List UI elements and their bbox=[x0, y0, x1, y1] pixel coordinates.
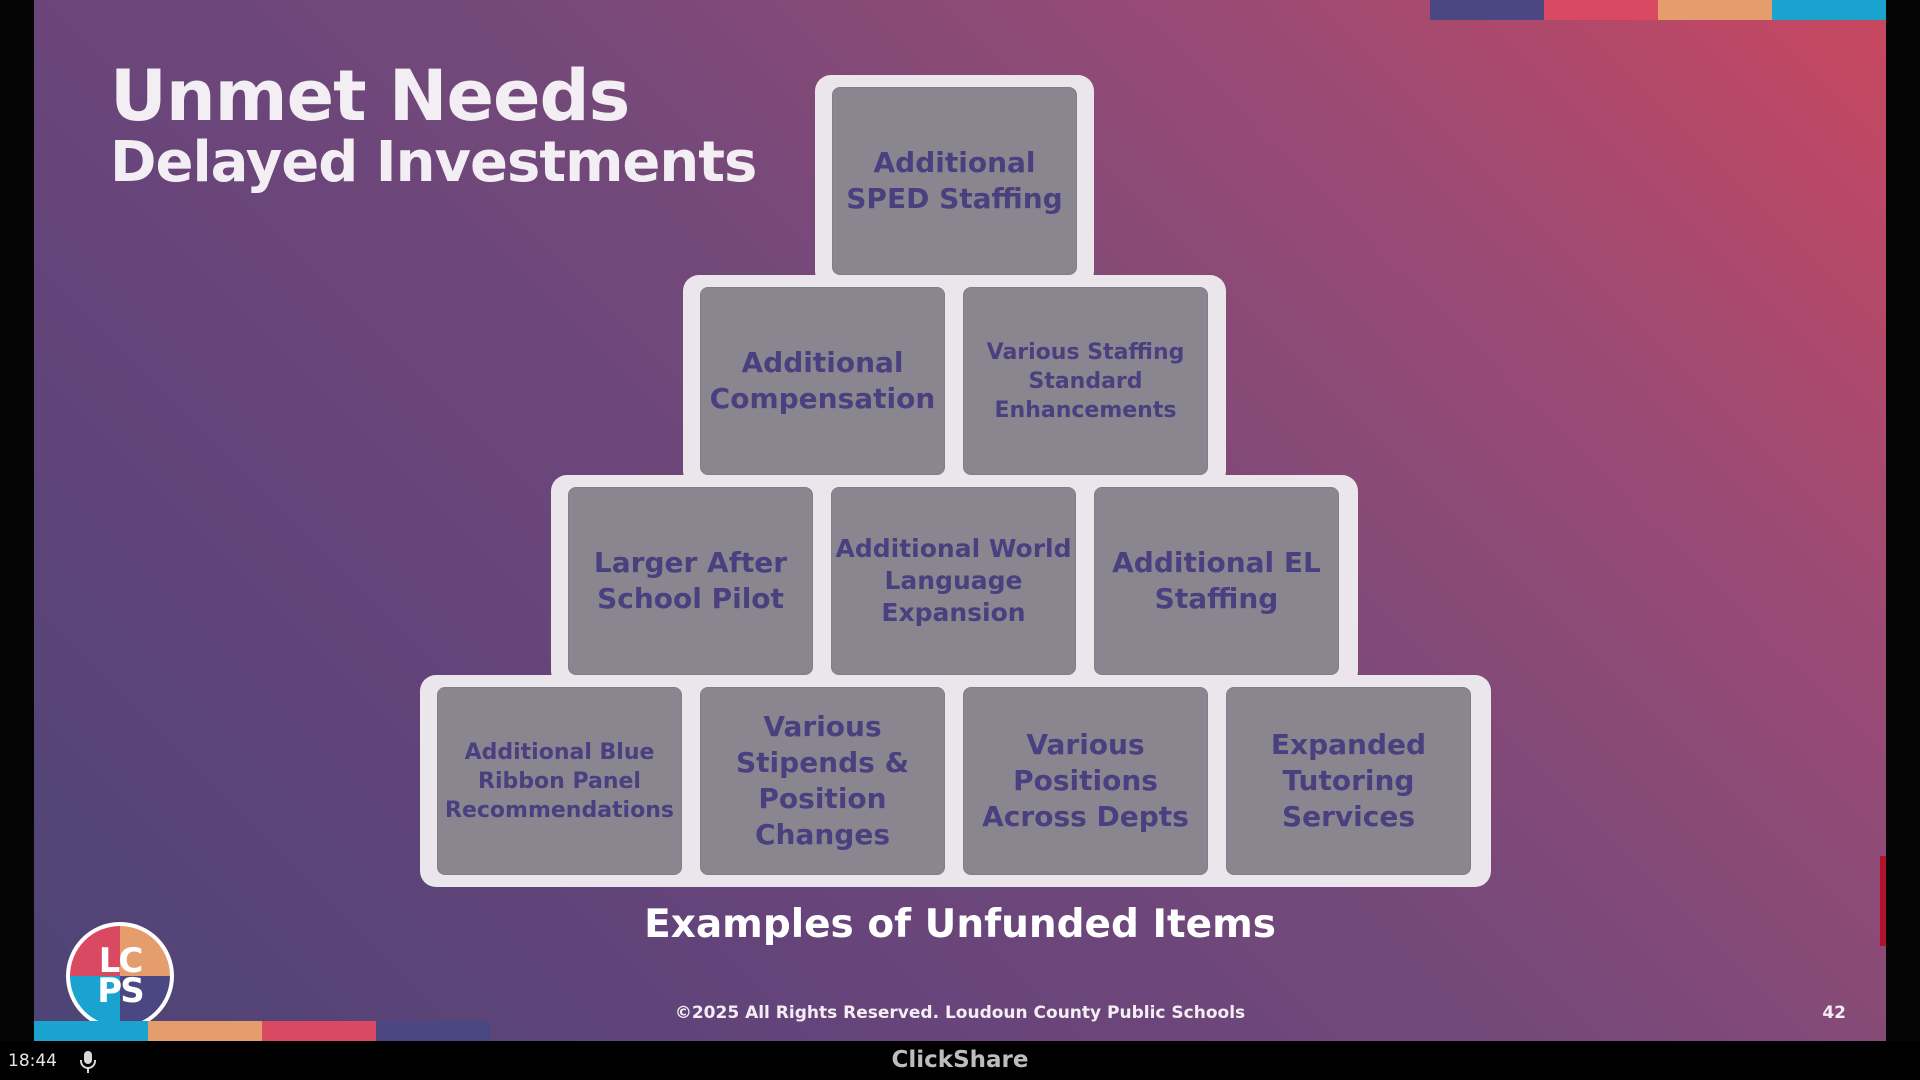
page-number: 42 bbox=[1822, 1003, 1846, 1023]
pyramid-row-2: Additional Compensation Various Staffing… bbox=[683, 275, 1226, 487]
block-positions-across-depts: Various Positions Across Depts bbox=[963, 687, 1208, 875]
presentation-slide: Unmet Needs Delayed Investments Addition… bbox=[34, 0, 1886, 1041]
screen-bezel-right bbox=[1886, 0, 1920, 1041]
accent-stripe-navy bbox=[376, 1021, 490, 1041]
block-expanded-tutoring-services: Expanded Tutoring Services bbox=[1226, 687, 1471, 875]
edge-indicator bbox=[1880, 856, 1886, 946]
copyright-footer: ©2025 All Rights Reserved. Loudoun Count… bbox=[674, 1003, 1246, 1023]
pyramid-row-1: Additional SPED Staffing bbox=[815, 75, 1094, 287]
accent-stripe-blue bbox=[1772, 0, 1886, 20]
accent-stripe-blue bbox=[34, 1021, 148, 1041]
block-additional-sped-staffing: Additional SPED Staffing bbox=[832, 87, 1077, 275]
microphone-icon[interactable] bbox=[78, 1050, 98, 1074]
accent-stripe-peach bbox=[148, 1021, 262, 1041]
lcps-logo: LC PS bbox=[66, 922, 174, 1030]
block-staffing-standard-enhancements: Various Staffing Standard Enhancements bbox=[963, 287, 1208, 475]
block-blue-ribbon-recommendations: Additional Blue Ribbon Panel Recommendat… bbox=[437, 687, 682, 875]
accent-stripe-navy bbox=[1430, 0, 1544, 20]
slide-title: Unmet Needs bbox=[110, 55, 630, 137]
pyramid-row-4: Additional Blue Ribbon Panel Recommendat… bbox=[420, 675, 1491, 887]
screen-bezel-left bbox=[0, 0, 34, 1041]
clock: 18:44 bbox=[8, 1051, 57, 1071]
accent-stripe-peach bbox=[1658, 0, 1772, 20]
block-additional-el-staffing: Additional EL Staffing bbox=[1094, 487, 1339, 675]
block-larger-after-school-pilot: Larger After School Pilot bbox=[568, 487, 813, 675]
accent-stripe-red bbox=[1544, 0, 1658, 20]
block-additional-compensation: Additional Compensation bbox=[700, 287, 945, 475]
logo-lettering: LC PS bbox=[97, 941, 144, 1011]
bottom-accent-bar bbox=[34, 1021, 490, 1041]
slide-subtitle: Delayed Investments bbox=[110, 130, 757, 195]
block-world-language-expansion: Additional World Language Expansion bbox=[831, 487, 1076, 675]
block-stipends-position-changes: Various Stipends & Position Changes bbox=[700, 687, 945, 875]
pyramid-caption: Examples of Unfunded Items bbox=[644, 902, 1276, 947]
clickshare-brand: ClickShare bbox=[891, 1047, 1029, 1073]
taskbar: 18:44 ClickShare bbox=[0, 1041, 1920, 1080]
accent-stripe-red bbox=[262, 1021, 376, 1041]
pyramid-row-3: Larger After School Pilot Additional Wor… bbox=[551, 475, 1358, 687]
top-accent-bar bbox=[1430, 0, 1886, 20]
